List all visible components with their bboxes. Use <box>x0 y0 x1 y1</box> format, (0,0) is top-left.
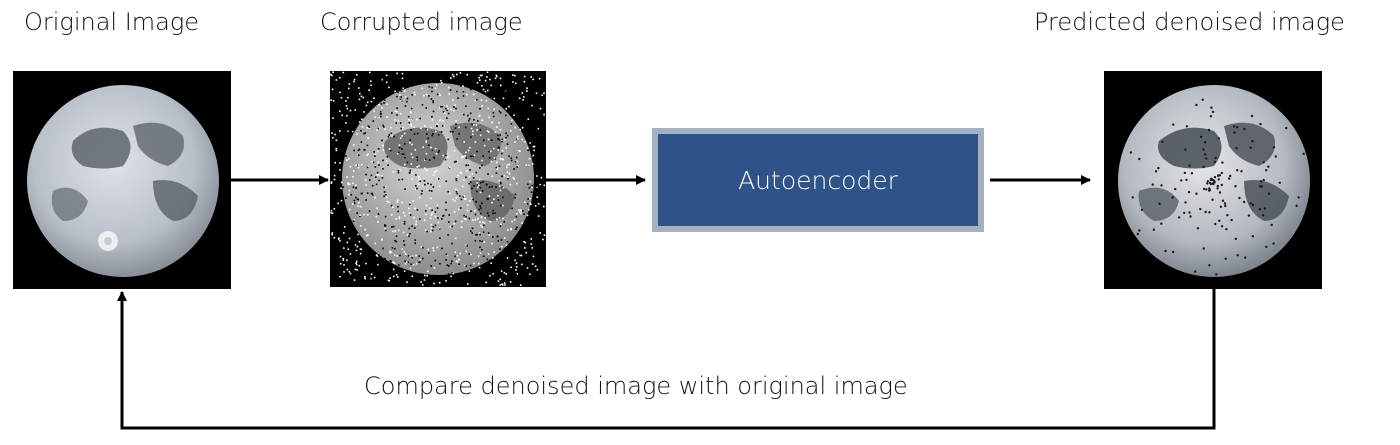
corrupted-moon-image <box>330 71 546 287</box>
autoencoder-block: Autoencoder <box>652 128 984 232</box>
feedback-arrow <box>117 289 1216 430</box>
autoencoder-label: Autoencoder <box>658 134 978 226</box>
corrupted-image-label: Corrupted image <box>320 8 523 36</box>
predicted-image-label: Predicted denoised image <box>1034 8 1345 36</box>
original-image-label: Original Image <box>24 8 200 36</box>
compare-caption: Compare denoised image with original ima… <box>364 372 908 400</box>
original-moon-image <box>13 71 231 289</box>
predicted-moon-image <box>1104 71 1322 289</box>
